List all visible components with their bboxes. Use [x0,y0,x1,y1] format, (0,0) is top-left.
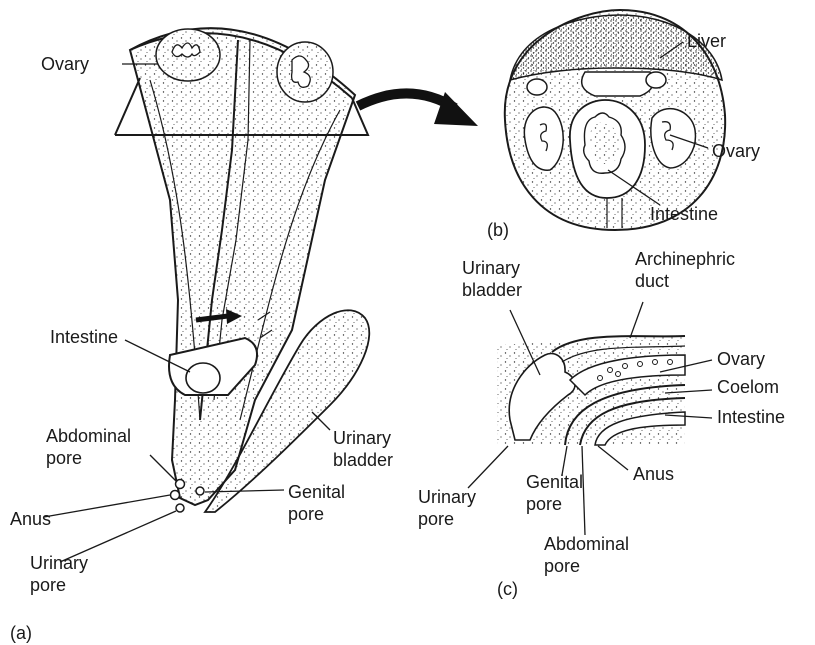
genital-pore-a [196,487,204,495]
panel-c-drawing [468,302,712,535]
cloacal-body-outline [130,28,355,505]
label-liver-b: Liver [687,30,726,52]
right-ovary-section [277,42,333,102]
left-ovary-section [156,29,220,81]
label-archinephric-duct-c: Archinephric duct [635,248,735,292]
label-intestine-b: Intestine [650,203,718,225]
panel-label-b: (b) [487,219,509,241]
label-intestine-a: Intestine [50,326,118,348]
urinary-pore-a [176,504,184,512]
anus-opening-a [171,491,180,500]
label-genital-pore-c: Genital pore [526,471,583,515]
label-urinary-pore-c: Urinary pore [418,486,476,530]
right-duct-b [646,72,666,88]
label-genital-pore-a: Genital pore [288,481,345,525]
section-arrow [358,92,478,126]
abdominal-pore-a [176,480,185,489]
label-ovary-b: Ovary [712,140,760,162]
label-ovary-a: Ovary [41,53,89,75]
label-coelom-c: Coelom [717,376,779,398]
dorsal-chamber [582,72,654,96]
leader-anus-a [44,495,170,517]
label-urinary-bladder-a: Urinary bladder [333,427,393,471]
leader-urinary-pore-c [468,446,508,488]
leader-archinephric-duct-c [630,302,643,338]
label-urinary-pore-a: Urinary pore [30,552,88,596]
label-abdominal-pore-a: Abdominal pore [46,425,131,469]
label-anus-c: Anus [633,463,674,485]
panel-label-a: (a) [10,622,32,644]
label-ovary-c: Ovary [717,348,765,370]
left-duct-b [527,79,547,95]
leader-anus-c [598,446,628,470]
label-urinary-bladder-c: Urinary bladder [462,257,522,301]
label-abdominal-pore-c: Abdominal pore [544,533,629,577]
label-intestine-c: Intestine [717,406,785,428]
panel-label-c: (c) [497,578,518,600]
label-anus-a: Anus [10,508,51,530]
